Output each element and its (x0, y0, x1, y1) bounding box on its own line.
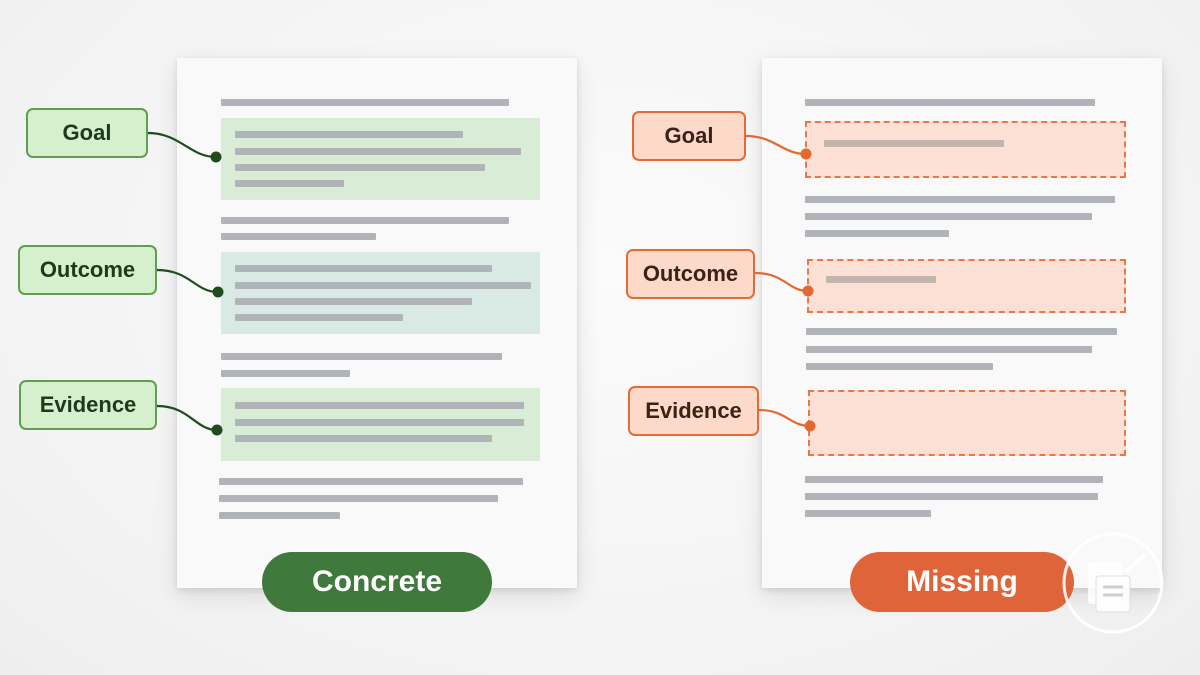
outcome-missing-connector-dot (802, 285, 814, 297)
outcome-connector (156, 268, 219, 294)
text-line (824, 140, 1004, 147)
missing-status-badge: Missing (850, 552, 1074, 612)
evidence-missing-connector-dot (804, 420, 816, 432)
evidence-missing-tag: Evidence (628, 386, 759, 436)
text-line (235, 131, 463, 138)
text-line (235, 180, 344, 187)
text-line (235, 265, 492, 272)
evidence-tag: Evidence (19, 380, 157, 430)
evidence-section-highlight (221, 388, 540, 461)
text-line (235, 298, 472, 305)
text-line (805, 196, 1115, 203)
outcome-section-highlight (221, 252, 540, 334)
evidence-missing-placeholder (808, 390, 1126, 456)
text-line (805, 493, 1098, 500)
goal-missing-connector-dot (800, 148, 812, 160)
text-line (235, 282, 531, 289)
outcome-missing-tag: Outcome (626, 249, 755, 299)
evidence-connector-dot (211, 424, 223, 436)
text-line (805, 99, 1095, 106)
text-line (805, 476, 1103, 483)
text-line (221, 99, 509, 106)
goal-missing-tag: Goal (632, 111, 746, 161)
outcome-connector-dot (212, 286, 224, 298)
evidence-missing-connector (758, 408, 811, 428)
concrete-document (177, 58, 577, 588)
text-line (806, 346, 1092, 353)
outcome-tag: Outcome (18, 245, 157, 295)
outcome-missing-connector (754, 271, 809, 293)
missing-document (762, 58, 1162, 588)
text-line (806, 363, 993, 370)
text-line (826, 276, 936, 283)
goal-tag: Goal (26, 108, 148, 158)
text-line (235, 164, 485, 171)
text-line (805, 230, 949, 237)
text-line (221, 233, 376, 240)
text-line (805, 510, 931, 517)
text-line (221, 370, 350, 377)
text-line (805, 213, 1092, 220)
goal-missing-placeholder (805, 121, 1126, 178)
goal-connector-dot (210, 151, 222, 163)
text-line (221, 217, 509, 224)
document-logo-icon (1062, 532, 1164, 634)
goal-connector (147, 131, 217, 159)
concrete-status-badge: Concrete (262, 552, 492, 612)
text-line (806, 328, 1117, 335)
outcome-missing-placeholder (807, 259, 1126, 313)
text-line (235, 435, 492, 442)
goal-missing-connector (745, 134, 807, 156)
text-line (219, 495, 498, 502)
text-line (235, 314, 403, 321)
goal-section-highlight (221, 118, 540, 200)
text-line (235, 419, 524, 426)
text-line (235, 402, 524, 409)
text-line (221, 353, 502, 360)
evidence-connector (156, 404, 218, 432)
text-line (235, 148, 521, 155)
text-line (219, 512, 340, 519)
text-line (219, 478, 523, 485)
